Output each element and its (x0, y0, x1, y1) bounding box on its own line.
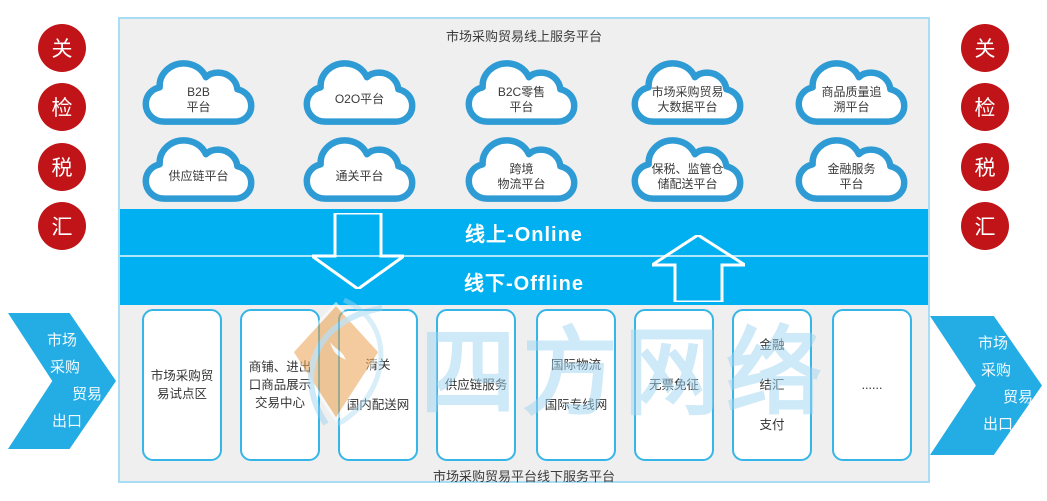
cloud-crossborder-logistics-platform: 跨境 物流平台 (464, 132, 579, 206)
box-label: 清关 (365, 357, 391, 372)
offline-platform-title: 市场采购贸易平台线下服务平台 (432, 469, 615, 484)
box-supply-chain-service: 供应链服务 (436, 309, 516, 461)
box-label: 国内配送网 (346, 398, 410, 412)
seal-label: 检 (974, 97, 996, 120)
cloud-o2o-platform: O2O平台 (302, 55, 417, 129)
box-pilot-zone: 市场采购贸易试点区 (142, 309, 222, 461)
arrow-line: 市场 (978, 335, 1009, 352)
box-label: 无票免征 (648, 377, 699, 392)
platform-panel: 市场采购贸易线上服务平台 B2B 平台 O2O平台 B2C零售 平台 市场采购贸… (118, 17, 930, 484)
arrow-line: 采购 (50, 359, 81, 376)
arrow-line: 出口 (983, 416, 1014, 433)
arrow-line: 贸易 (1003, 389, 1034, 406)
seal-label: 关 (974, 38, 996, 61)
box-clearance-domestic-delivery: 清关 国内配送网 (338, 309, 418, 461)
cloud-bigdata-platform: 市场采购贸易 大数据平台 (630, 55, 745, 129)
arrow-line: 贸易 (72, 386, 103, 403)
box-label: ...... (861, 377, 883, 392)
box-label: 结汇 (759, 377, 785, 392)
cloud-b2b-platform: B2B 平台 (141, 55, 256, 129)
seal-tax-left: 税 (38, 143, 86, 191)
seal-label: 关 (51, 38, 73, 61)
arrow-down-icon (312, 213, 404, 289)
cloud-bonded-warehouse-platform: 保税、监管仓 储配送平台 (630, 132, 745, 206)
box-label: 国际专线网 (544, 398, 608, 412)
cloud-label: 供应链平台 (168, 169, 229, 183)
seal-label: 汇 (51, 216, 73, 239)
arrow-up-icon (652, 235, 745, 302)
box-finance-settlement-payment: 金融 结汇 支付 (732, 309, 812, 461)
seal-label: 汇 (974, 216, 996, 239)
box-label: 供应链服务 (444, 377, 508, 392)
cloud-financial-service-platform: 金融服务 平台 (794, 132, 909, 206)
online-offline-band: 线上-Online 线下-Offline (120, 209, 928, 305)
box-tax-exemption: 无票免征 (634, 309, 714, 461)
cloud-label: O2O平台 (334, 92, 385, 106)
seal-label: 税 (51, 157, 73, 180)
arrow-line: 市场 (47, 332, 78, 349)
cloud-supply-chain-platform: 供应链平台 (141, 132, 256, 206)
seal-customs-right: 关 (961, 24, 1009, 72)
seal-forex-right: 汇 (961, 202, 1009, 250)
box-international-logistics: 国际物流 国际专线网 (536, 309, 616, 461)
cloud-label: 商品质量追 溯平台 (821, 84, 882, 114)
seal-customs-left: 关 (38, 24, 86, 72)
offline-band-label: 线下-Offline (120, 255, 928, 305)
box-label: 商铺、进出口商品展示交易中心 (248, 359, 312, 411)
box-label: 支付 (759, 418, 785, 433)
seal-label: 检 (51, 97, 73, 120)
cloud-label: 金融服务 平台 (827, 161, 876, 191)
box-display-trade-center: 商铺、进出口商品展示交易中心 (240, 309, 320, 461)
seal-inspection-right: 检 (961, 83, 1009, 131)
seal-forex-left: 汇 (38, 202, 86, 250)
box-label: 市场采购贸易试点区 (150, 368, 214, 401)
seal-tax-right: 税 (961, 143, 1009, 191)
online-platform-title: 市场采购贸易线上服务平台 (445, 29, 602, 44)
box-more-ellipsis: ...... (832, 309, 912, 461)
arrow-line: 出口 (52, 413, 83, 430)
export-arrow-right: 市场 采购 贸易 出口 (930, 316, 1042, 455)
seal-inspection-left: 检 (38, 83, 86, 131)
cloud-label: 通关平台 (335, 169, 384, 183)
cloud-label: 保税、监管仓 储配送平台 (651, 161, 724, 191)
cloud-label: 跨境 物流平台 (497, 161, 546, 191)
cloud-label: B2C零售 平台 (497, 84, 546, 114)
seal-label: 税 (974, 157, 996, 180)
cloud-label: B2B 平台 (186, 84, 211, 114)
cloud-quality-trace-platform: 商品质量追 溯平台 (794, 55, 909, 129)
cloud-b2c-retail-platform: B2C零售 平台 (464, 55, 579, 129)
box-label: 国际物流 (550, 357, 601, 372)
cloud-customs-clearance-platform: 通关平台 (302, 132, 417, 206)
box-label: 金融 (759, 337, 785, 352)
arrow-line: 采购 (981, 362, 1012, 379)
online-band-label: 线上-Online (465, 223, 583, 246)
cloud-label: 市场采购贸易 大数据平台 (651, 84, 724, 114)
export-arrow-left: 市场 采购 贸易 出口 (8, 313, 116, 449)
